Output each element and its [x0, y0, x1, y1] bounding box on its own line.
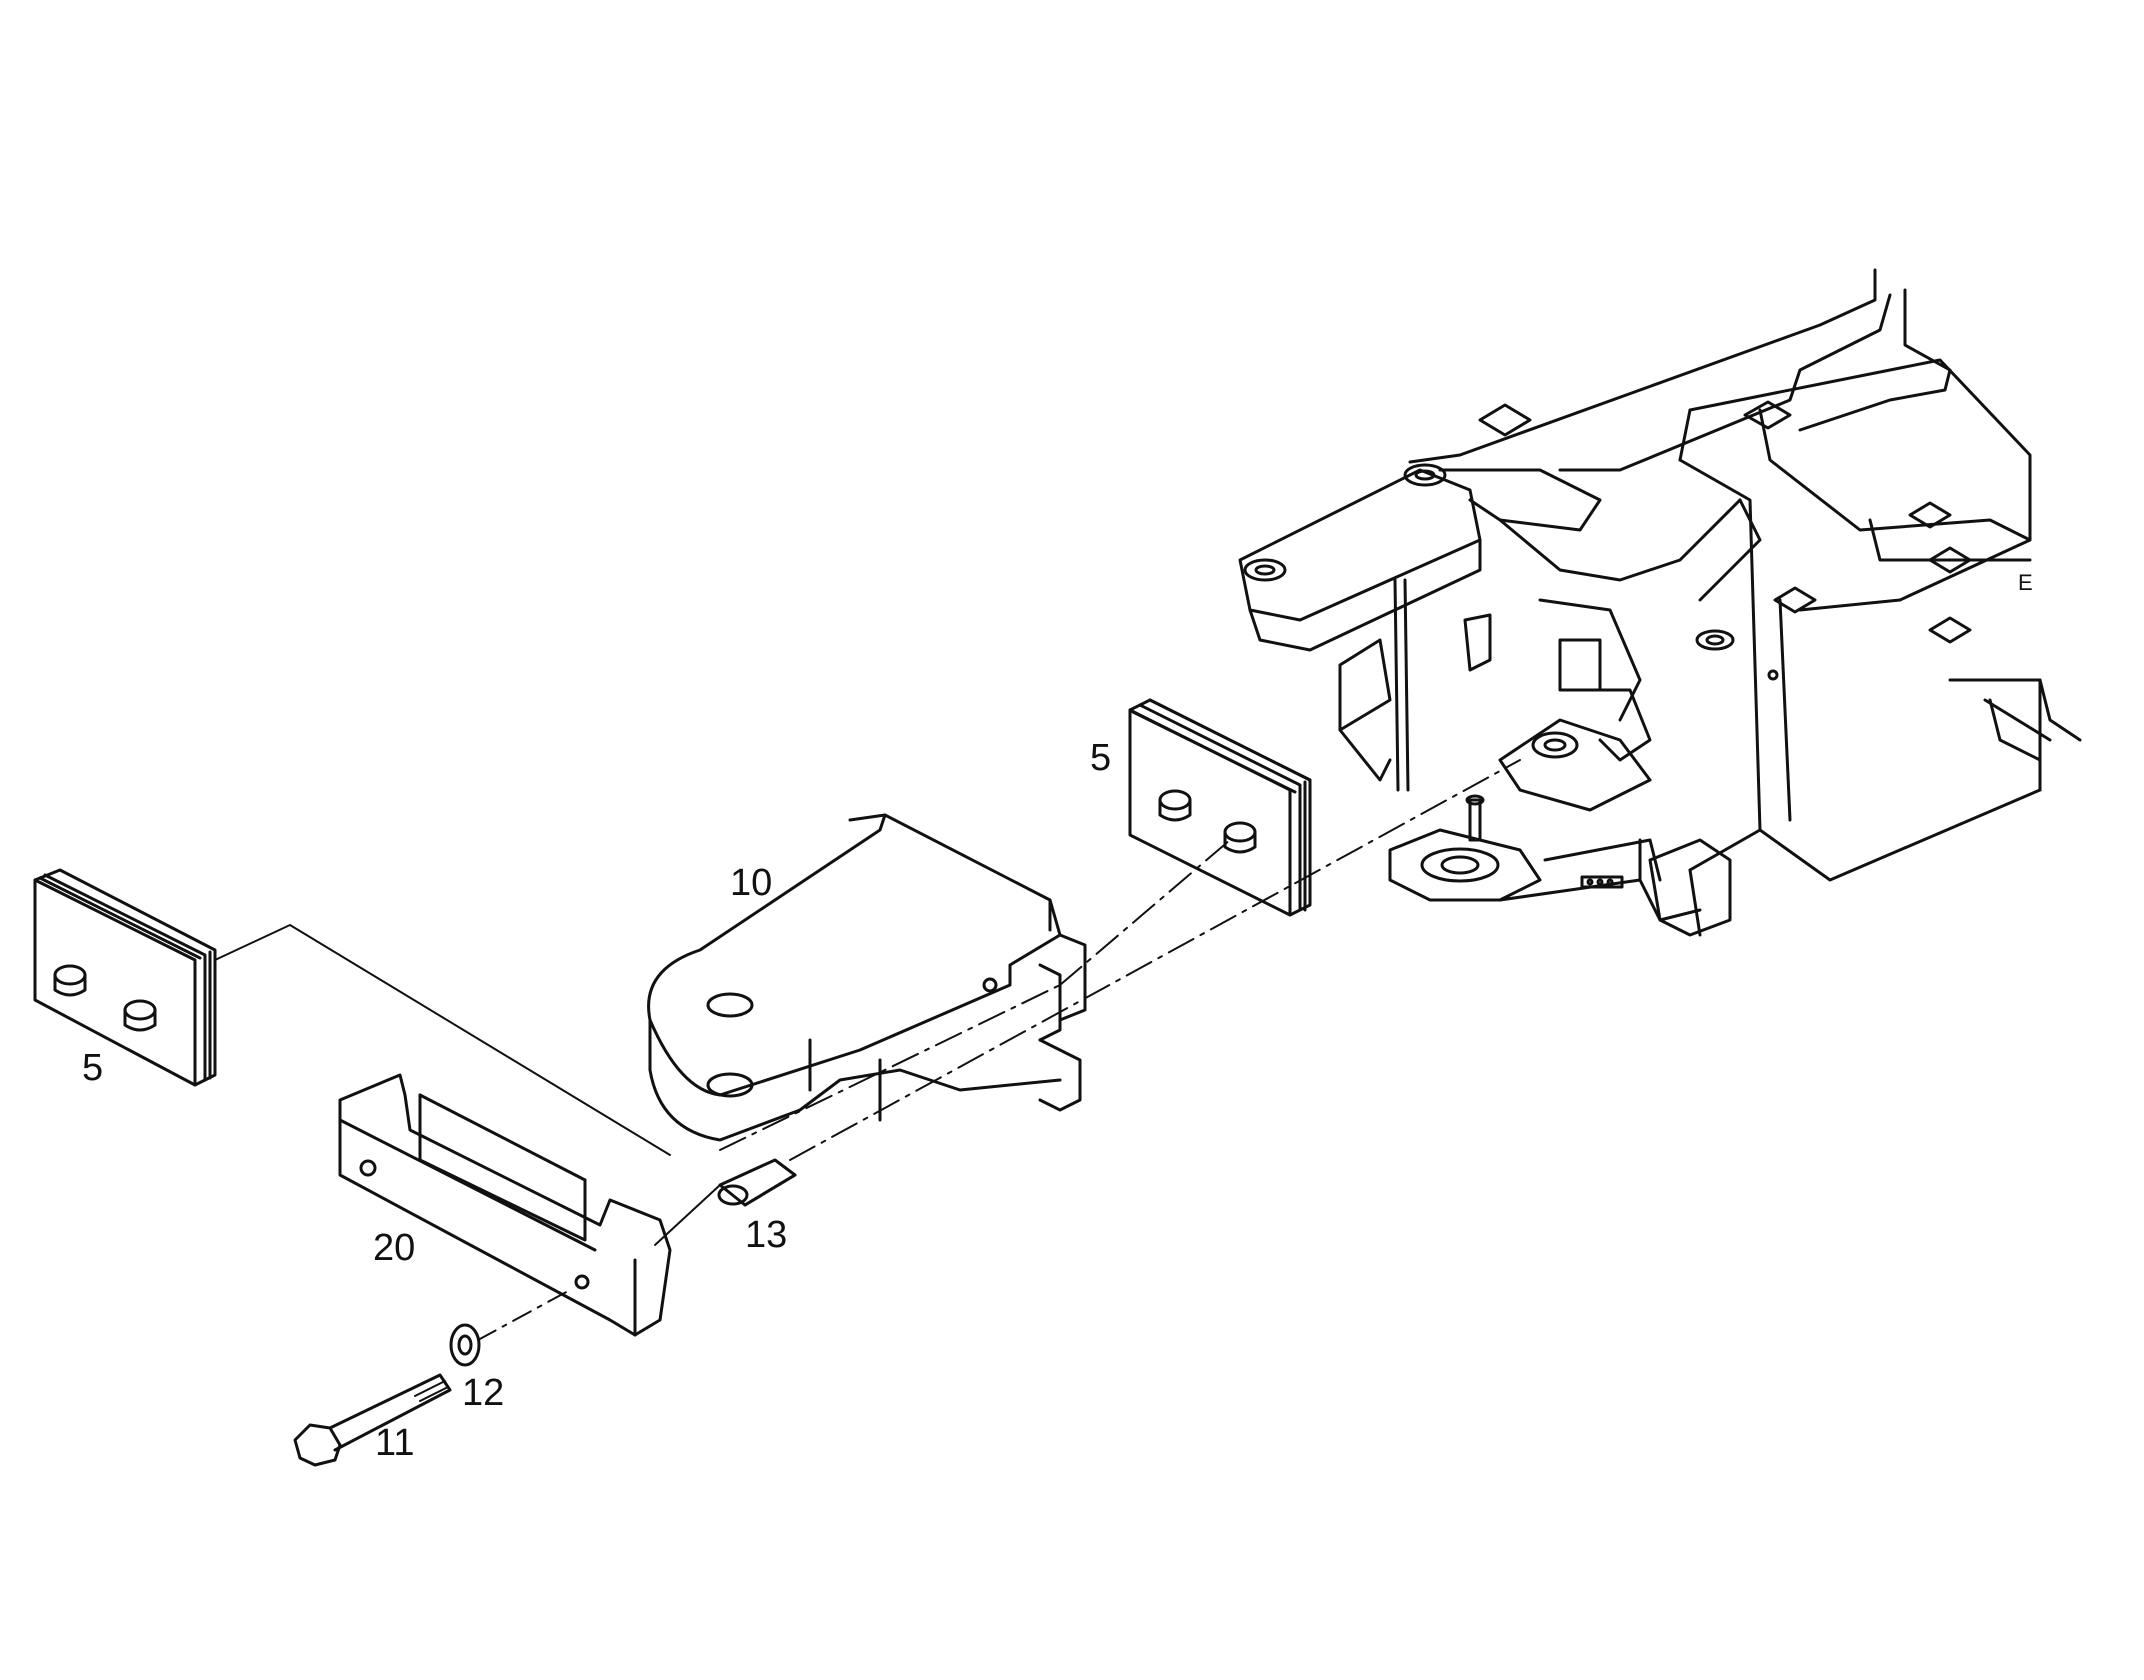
- callout-washer: 12: [462, 1372, 504, 1414]
- frame-plate-text: E: [2018, 570, 2033, 595]
- bolt: [293, 1373, 452, 1467]
- shim-pack-left: [33, 868, 217, 1087]
- callout-cross-plate: 20: [373, 1227, 415, 1269]
- callout-bracket: 10: [730, 862, 772, 904]
- shim-pack-right: [1128, 698, 1312, 917]
- washer: [449, 1323, 481, 1367]
- cross-plate: [338, 1073, 672, 1337]
- bushing: [717, 1158, 797, 1207]
- assembly-lines: [214, 759, 1521, 1341]
- callout-shim-pack-left: 5: [82, 1047, 103, 1089]
- callout-shim-pack-right: 5: [1090, 737, 1111, 779]
- chassis-frame: [1238, 268, 2082, 937]
- callout-bushing: 13: [745, 1214, 787, 1256]
- bracket: [647, 813, 1087, 1142]
- callout-bolt: 11: [375, 1422, 414, 1464]
